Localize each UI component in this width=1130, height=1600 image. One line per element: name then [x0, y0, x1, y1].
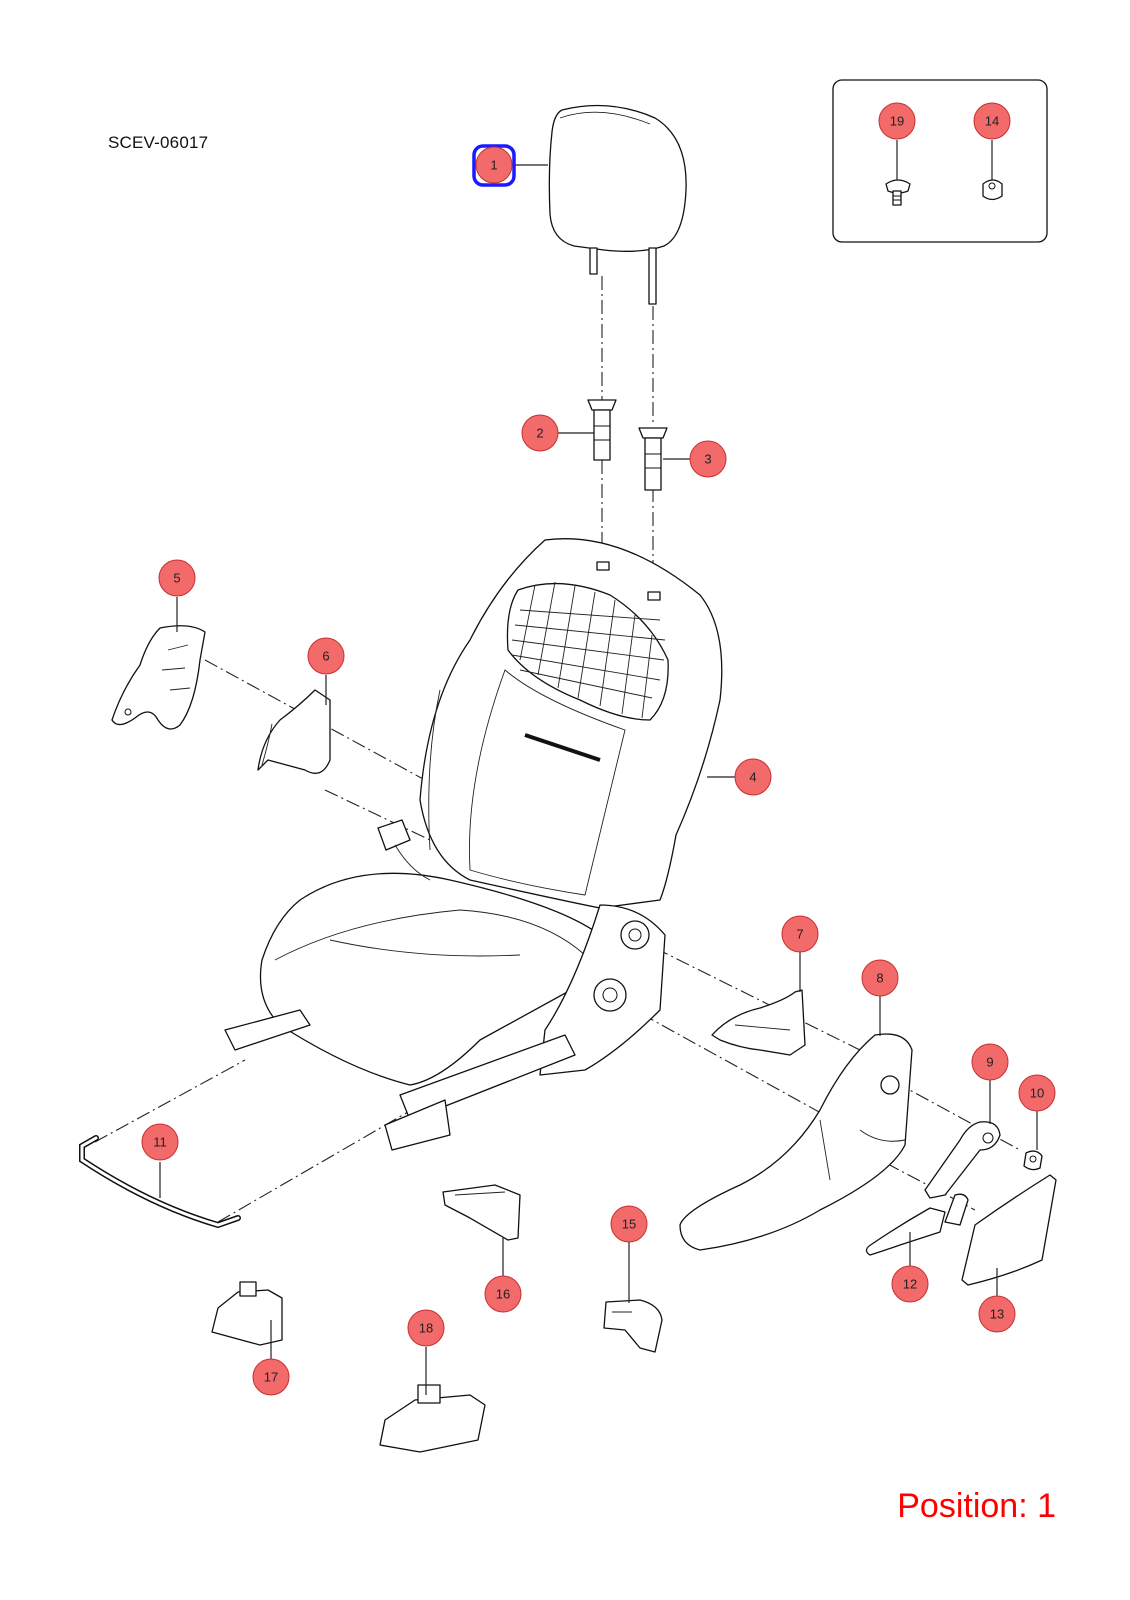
callout-1[interactable]: 1	[475, 146, 513, 184]
callout-circle-10	[1018, 1074, 1056, 1112]
callout-circle-3	[689, 440, 727, 478]
callout-circle-7	[781, 915, 819, 953]
callout-circle-12	[891, 1265, 929, 1303]
headrest-part-1[interactable]	[548, 104, 687, 305]
bolt-part-19[interactable]	[885, 179, 911, 206]
callout-number-1: 1	[490, 158, 497, 173]
callout-circle-1	[475, 146, 513, 184]
callout-7[interactable]: 7	[781, 915, 819, 953]
callout-4[interactable]: 4	[734, 758, 772, 796]
callout-17[interactable]: 17	[252, 1358, 290, 1396]
callout-circle-15	[610, 1205, 648, 1243]
callout-19[interactable]: 19	[878, 102, 916, 140]
fastener-inset-box	[832, 79, 1048, 243]
callout-circle-17	[252, 1358, 290, 1396]
callout-number-10: 10	[1030, 1086, 1044, 1101]
callout-6[interactable]: 6	[307, 637, 345, 675]
callout-9[interactable]: 9	[971, 1043, 1009, 1081]
callout-10[interactable]: 10	[1018, 1074, 1056, 1112]
selected-callout-highlight	[472, 144, 516, 187]
clip-part-17[interactable]	[211, 1281, 283, 1346]
callout-18[interactable]: 18	[407, 1309, 445, 1347]
callout-15[interactable]: 15	[610, 1205, 648, 1243]
callout-number-13: 13	[990, 1307, 1004, 1322]
callout-number-5: 5	[173, 571, 180, 586]
callout-number-3: 3	[704, 452, 711, 467]
bracket-part-7[interactable]	[711, 989, 806, 1056]
side-shield-part-8[interactable]	[679, 1033, 913, 1251]
callout-circle-2	[521, 414, 559, 452]
clip-part-18[interactable]	[379, 1384, 486, 1453]
callout-number-2: 2	[536, 426, 543, 441]
callout-number-19: 19	[890, 114, 904, 129]
callout-circle-8	[861, 959, 899, 997]
side-bracket-part-5[interactable]	[111, 625, 206, 730]
callout-circle-19	[878, 102, 916, 140]
callout-number-11: 11	[153, 1135, 167, 1150]
callout-circle-11	[141, 1123, 179, 1161]
cover-panel-part-13[interactable]	[961, 1174, 1057, 1286]
callout-circle-6	[307, 637, 345, 675]
callout-11[interactable]: 11	[141, 1123, 179, 1161]
callout-number-17: 17	[264, 1370, 278, 1385]
callout-number-9: 9	[986, 1055, 993, 1070]
callout-number-15: 15	[622, 1217, 636, 1232]
callout-circle-4	[734, 758, 772, 796]
seat-assembly-part-4[interactable]	[224, 538, 723, 1151]
callout-number-12: 12	[903, 1277, 917, 1292]
leader-lines	[159, 140, 1038, 1395]
position-indicator: Position: 1	[897, 1487, 1056, 1525]
clip-part-16[interactable]	[442, 1184, 521, 1241]
callout-circle-16	[484, 1275, 522, 1313]
callout-circle-5	[158, 559, 196, 597]
callout-number-14: 14	[985, 114, 999, 129]
headrest-guide-part-2[interactable]	[587, 399, 617, 461]
callout-circle-13	[978, 1295, 1016, 1333]
callout-circle-18	[407, 1309, 445, 1347]
callout-14[interactable]: 14	[973, 102, 1011, 140]
callout-number-4: 4	[749, 770, 756, 785]
callout-number-16: 16	[496, 1287, 510, 1302]
drawing-code: SCEV-06017	[108, 133, 209, 152]
lever-arm-part-9[interactable]	[924, 1121, 1001, 1199]
knob-part-10[interactable]	[1023, 1150, 1043, 1171]
trim-piece-part-6[interactable]	[257, 689, 331, 774]
callout-5[interactable]: 5	[158, 559, 196, 597]
callout-8[interactable]: 8	[861, 959, 899, 997]
callout-13[interactable]: 13	[978, 1295, 1016, 1333]
callout-circle-14	[973, 102, 1011, 140]
nut-part-14[interactable]	[982, 179, 1003, 201]
callout-number-18: 18	[419, 1321, 433, 1336]
callout-12[interactable]: 12	[891, 1265, 929, 1303]
callout-circle-9	[971, 1043, 1009, 1081]
callout-number-6: 6	[322, 649, 329, 664]
callout-3[interactable]: 3	[689, 440, 727, 478]
callout-number-8: 8	[876, 971, 883, 986]
wire-rod-part-11[interactable]	[79, 1135, 241, 1229]
handle-part-12[interactable]	[865, 1193, 969, 1256]
headrest-guide-part-3[interactable]	[638, 427, 668, 491]
clip-part-15[interactable]	[603, 1299, 663, 1353]
callout-16[interactable]: 16	[484, 1275, 522, 1313]
callout-number-7: 7	[796, 927, 803, 942]
callout-2[interactable]: 2	[521, 414, 559, 452]
